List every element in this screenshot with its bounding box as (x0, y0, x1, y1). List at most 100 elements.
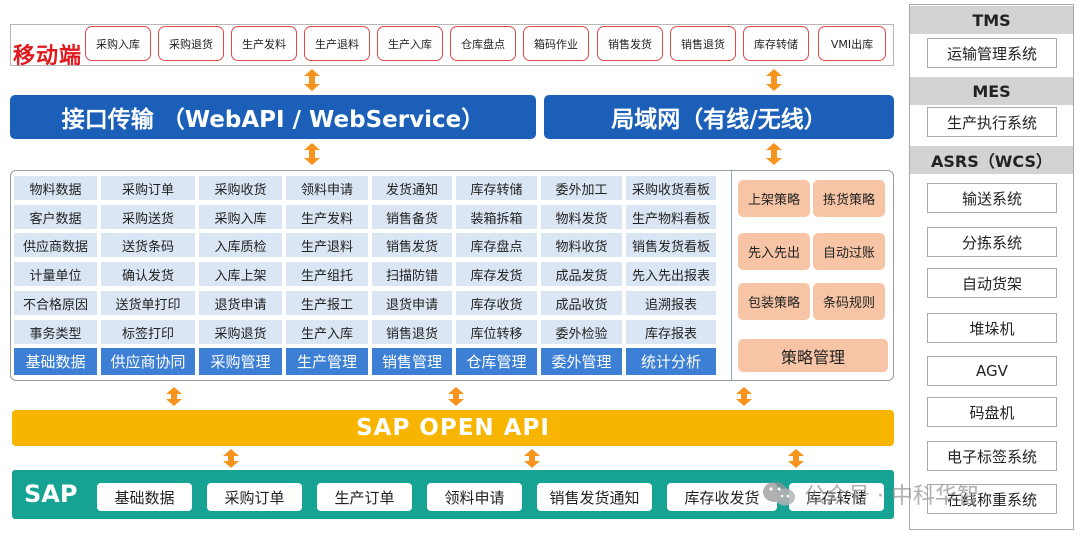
mobile-action-button[interactable]: 销售发货 (597, 26, 663, 61)
module-function-item[interactable]: 采购订单 (101, 176, 195, 200)
module-function-item[interactable]: 入库上架 (199, 262, 282, 286)
module-function-item[interactable]: 生产物料看板 (626, 205, 716, 229)
module-function-item[interactable]: 库存发货 (456, 262, 537, 286)
mobile-action-button[interactable]: 箱码作业 (523, 26, 589, 61)
module-function-item[interactable]: 采购送货 (101, 205, 195, 229)
module-function-item[interactable]: 成品收货 (541, 291, 622, 315)
module-function-item[interactable]: 生产发料 (286, 205, 368, 229)
module-title[interactable]: 委外管理 (541, 348, 622, 375)
module-function-item[interactable]: 采购退货 (199, 320, 282, 344)
module-function-item[interactable]: 库位转移 (456, 320, 537, 344)
module-function-item[interactable]: 生产报工 (286, 291, 368, 315)
module-function-item[interactable]: 销售退货 (372, 320, 452, 344)
module-function-item[interactable]: 扫描防错 (372, 262, 452, 286)
module-function-item[interactable]: 委外加工 (541, 176, 622, 200)
system-group-header: MES (910, 77, 1073, 105)
watermark-text: 公众号 · 中科华智 (804, 484, 979, 509)
system-item[interactable]: 运输管理系统 (927, 38, 1057, 68)
sap-title: SAP (24, 480, 78, 508)
strategy-item[interactable]: 自动过账 (813, 233, 885, 270)
mobile-action-button[interactable]: 采购退货 (158, 26, 224, 61)
system-group-header: TMS (910, 6, 1073, 34)
double-arrow-icon (735, 387, 753, 406)
module-function-item[interactable]: 装箱拆箱 (456, 205, 537, 229)
system-item[interactable]: 分拣系统 (927, 227, 1057, 257)
strategy-module-label[interactable]: 策略管理 (738, 339, 888, 372)
strategy-item[interactable]: 拣货策略 (813, 180, 885, 217)
module-function-item[interactable]: 物料发货 (541, 205, 622, 229)
module-title[interactable]: 供应商协同 (101, 348, 195, 375)
sap-module-button[interactable]: 领料申请 (427, 483, 522, 511)
module-function-item[interactable]: 销售发货看板 (626, 233, 716, 257)
module-function-item[interactable]: 库存转储 (456, 176, 537, 200)
sap-module-button[interactable]: 库存收发货 (667, 483, 777, 511)
mobile-action-button[interactable]: 仓库盘点 (450, 26, 516, 61)
module-function-item[interactable]: 先入先出报表 (626, 262, 716, 286)
mobile-action-button[interactable]: VMI出库 (818, 26, 886, 61)
wechat-icon (763, 482, 795, 506)
module-function-item[interactable]: 标签打印 (101, 320, 195, 344)
system-item[interactable]: 输送系统 (927, 183, 1057, 213)
module-function-item[interactable]: 委外检验 (541, 320, 622, 344)
strategy-item[interactable]: 条码规则 (813, 283, 885, 320)
module-function-item[interactable]: 不合格原因 (14, 291, 97, 315)
module-function-item[interactable]: 库存报表 (626, 320, 716, 344)
module-function-item[interactable]: 追溯报表 (626, 291, 716, 315)
module-title[interactable]: 生产管理 (286, 348, 368, 375)
module-function-item[interactable]: 库存收货 (456, 291, 537, 315)
system-item[interactable]: 自动货架 (927, 268, 1057, 298)
mobile-action-button[interactable]: 销售退货 (670, 26, 736, 61)
module-function-item[interactable]: 送货条码 (101, 233, 195, 257)
panel-divider (731, 171, 732, 380)
mobile-action-button[interactable]: 生产入库 (377, 26, 443, 61)
mobile-action-button[interactable]: 生产发料 (231, 26, 297, 61)
module-function-item[interactable]: 送货单打印 (101, 291, 195, 315)
system-item[interactable]: 电子标签系统 (927, 441, 1057, 471)
module-function-item[interactable]: 采购入库 (199, 205, 282, 229)
sap-module-button[interactable]: 生产订单 (317, 483, 412, 511)
module-function-item[interactable]: 生产入库 (286, 320, 368, 344)
module-function-item[interactable]: 生产组托 (286, 262, 368, 286)
module-function-item[interactable]: 采购收货 (199, 176, 282, 200)
module-function-item[interactable]: 销售备货 (372, 205, 452, 229)
module-title[interactable]: 基础数据 (14, 348, 97, 375)
system-item[interactable]: 生产执行系统 (927, 107, 1057, 137)
strategy-item[interactable]: 包装策略 (738, 283, 810, 320)
mobile-action-button[interactable]: 采购入库 (85, 26, 151, 61)
module-title[interactable]: 仓库管理 (456, 348, 537, 375)
module-function-item[interactable]: 领料申请 (286, 176, 368, 200)
sap-module-button[interactable]: 销售发货通知 (537, 483, 652, 511)
module-title[interactable]: 销售管理 (372, 348, 452, 375)
module-function-item[interactable]: 生产退料 (286, 233, 368, 257)
module-function-item[interactable]: 计量单位 (14, 262, 97, 286)
module-function-item[interactable]: 入库质检 (199, 233, 282, 257)
mobile-action-button[interactable]: 生产退料 (304, 26, 370, 61)
sap-module-button[interactable]: 基础数据 (97, 483, 192, 511)
module-function-item[interactable]: 确认发货 (101, 262, 195, 286)
strategy-item[interactable]: 上架策略 (738, 180, 810, 217)
interface-transport-bar: 接口传输 （WebAPI / WebService） (10, 95, 536, 139)
module-function-item[interactable]: 成品发货 (541, 262, 622, 286)
module-function-item[interactable]: 事务类型 (14, 320, 97, 344)
sap-module-button[interactable]: 库存转储 (789, 483, 884, 511)
module-function-item[interactable]: 供应商数据 (14, 233, 97, 257)
module-function-item[interactable]: 物料数据 (14, 176, 97, 200)
strategy-item[interactable]: 先入先出 (738, 233, 810, 270)
double-arrow-icon (765, 143, 783, 165)
module-function-item[interactable]: 客户数据 (14, 205, 97, 229)
module-function-item[interactable]: 采购收货看板 (626, 176, 716, 200)
module-title[interactable]: 采购管理 (199, 348, 282, 375)
sap-module-button[interactable]: 采购订单 (207, 483, 302, 511)
system-item[interactable]: 码盘机 (927, 397, 1057, 427)
module-function-item[interactable]: 退货申请 (372, 291, 452, 315)
module-function-item[interactable]: 销售发货 (372, 233, 452, 257)
module-function-item[interactable]: 退货申请 (199, 291, 282, 315)
module-function-item[interactable]: 物料收货 (541, 233, 622, 257)
module-function-item[interactable]: 库存盘点 (456, 233, 537, 257)
module-function-item[interactable]: 发货通知 (372, 176, 452, 200)
module-title[interactable]: 统计分析 (626, 348, 716, 375)
system-item[interactable]: 堆垛机 (927, 313, 1057, 343)
system-item[interactable]: AGV (927, 356, 1057, 386)
system-item[interactable]: 在线称重系统 (927, 484, 1057, 514)
mobile-action-button[interactable]: 库存转储 (743, 26, 809, 61)
